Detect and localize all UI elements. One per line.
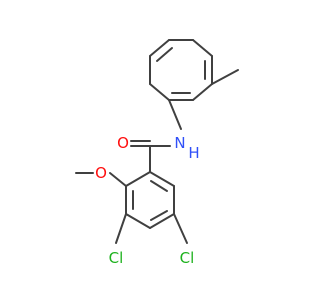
bond [173, 213, 188, 244]
bond [150, 210, 168, 221]
bond [149, 83, 170, 101]
bond [109, 172, 127, 187]
bond [149, 213, 175, 229]
chlorine-3-label: Cl [109, 249, 124, 267]
chlorine-5-label: Cl [180, 249, 195, 267]
atom-labels: O N H O Cl Cl [95, 134, 200, 267]
bond [125, 213, 151, 229]
bond [192, 83, 213, 101]
amide-hydrogen-label: H [188, 144, 199, 162]
bond [125, 171, 151, 187]
bond [115, 213, 127, 244]
methoxy-oxygen-label: O [95, 164, 107, 182]
amide-nitrogen-label: N [174, 134, 185, 152]
bond [192, 39, 213, 57]
bond [168, 99, 182, 130]
bond [150, 180, 168, 192]
bond [156, 47, 173, 62]
bond [149, 39, 170, 57]
carbonyl-oxygen-label: O [117, 134, 129, 152]
bonds [75, 39, 239, 244]
bond [149, 171, 175, 187]
molecule-structure: O N H O Cl Cl [75, 39, 239, 267]
bond [211, 69, 239, 85]
